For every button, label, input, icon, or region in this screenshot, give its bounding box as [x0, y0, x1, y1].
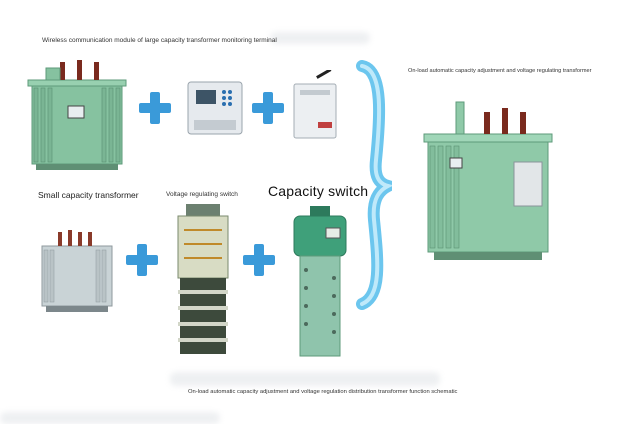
monitoring-terminal-image — [187, 81, 243, 135]
right-brace-icon — [356, 60, 392, 310]
result-transformer-label: On-load automatic capacity adjustment an… — [408, 68, 592, 74]
schematic-caption: On-load automatic capacity adjustment an… — [188, 389, 458, 395]
voltage-switch-image — [177, 204, 229, 354]
voltage-switch-label: Voltage regulating switch — [166, 191, 238, 198]
plus-icon — [252, 92, 284, 124]
capacity-switch-image — [293, 206, 347, 357]
blurred-text-artifact — [170, 372, 440, 386]
small-transformer-label: Small capacity transformer — [38, 190, 139, 200]
blurred-text-artifact — [0, 412, 220, 424]
large-transformer-image — [27, 60, 127, 170]
small-transformer-image — [41, 230, 113, 312]
plus-icon — [243, 244, 275, 276]
capacity-switch-label: Capacity switch — [268, 183, 369, 199]
plus-icon — [126, 244, 158, 276]
wireless-module-image — [293, 70, 337, 139]
plus-icon — [139, 92, 171, 124]
blurred-text-artifact — [270, 32, 370, 44]
wireless-module-label: Wireless communication module of large c… — [42, 37, 277, 44]
result-transformer-image — [423, 101, 553, 260]
